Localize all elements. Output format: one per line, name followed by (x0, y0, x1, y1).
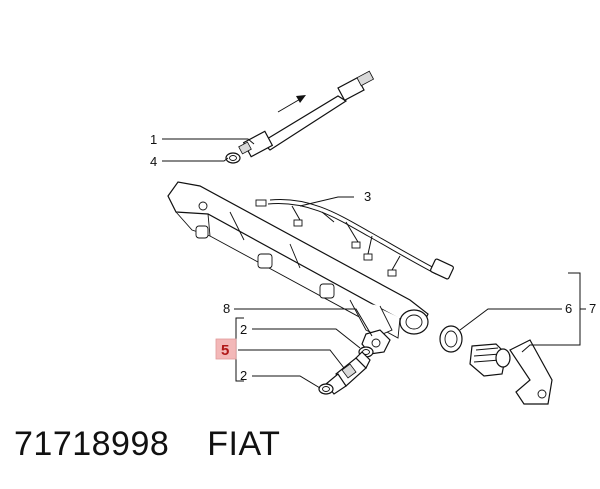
callout-7: 7 (589, 301, 596, 316)
callout-2-upper: 2 (240, 322, 247, 337)
part-number: 71718998 (14, 425, 170, 463)
fuel-hose-part-1 (238, 70, 375, 158)
callout-2-lower: 2 (240, 368, 247, 383)
o-ring-lower-part-2 (318, 383, 334, 395)
fuel-rail-exploded-diagram: 1 4 3 8 2 5 2 6 7 (150, 70, 596, 405)
callout-4: 4 (150, 154, 157, 169)
callout-6: 6 (565, 301, 572, 316)
part-number-footer: 71718998 FIAT (14, 425, 280, 475)
o-ring-part-6 (439, 325, 463, 353)
brand-name: FIAT (207, 425, 281, 463)
callout-8: 8 (223, 301, 230, 316)
pressure-regulator-part-7 (469, 339, 553, 405)
callout-3: 3 (364, 189, 371, 204)
callout-1: 1 (150, 132, 157, 147)
fuel-rail-body (167, 181, 429, 339)
wiring-harness-part-3 (255, 198, 454, 280)
callout-5: 5 (221, 342, 229, 359)
callout-5-highlight (215, 338, 237, 360)
